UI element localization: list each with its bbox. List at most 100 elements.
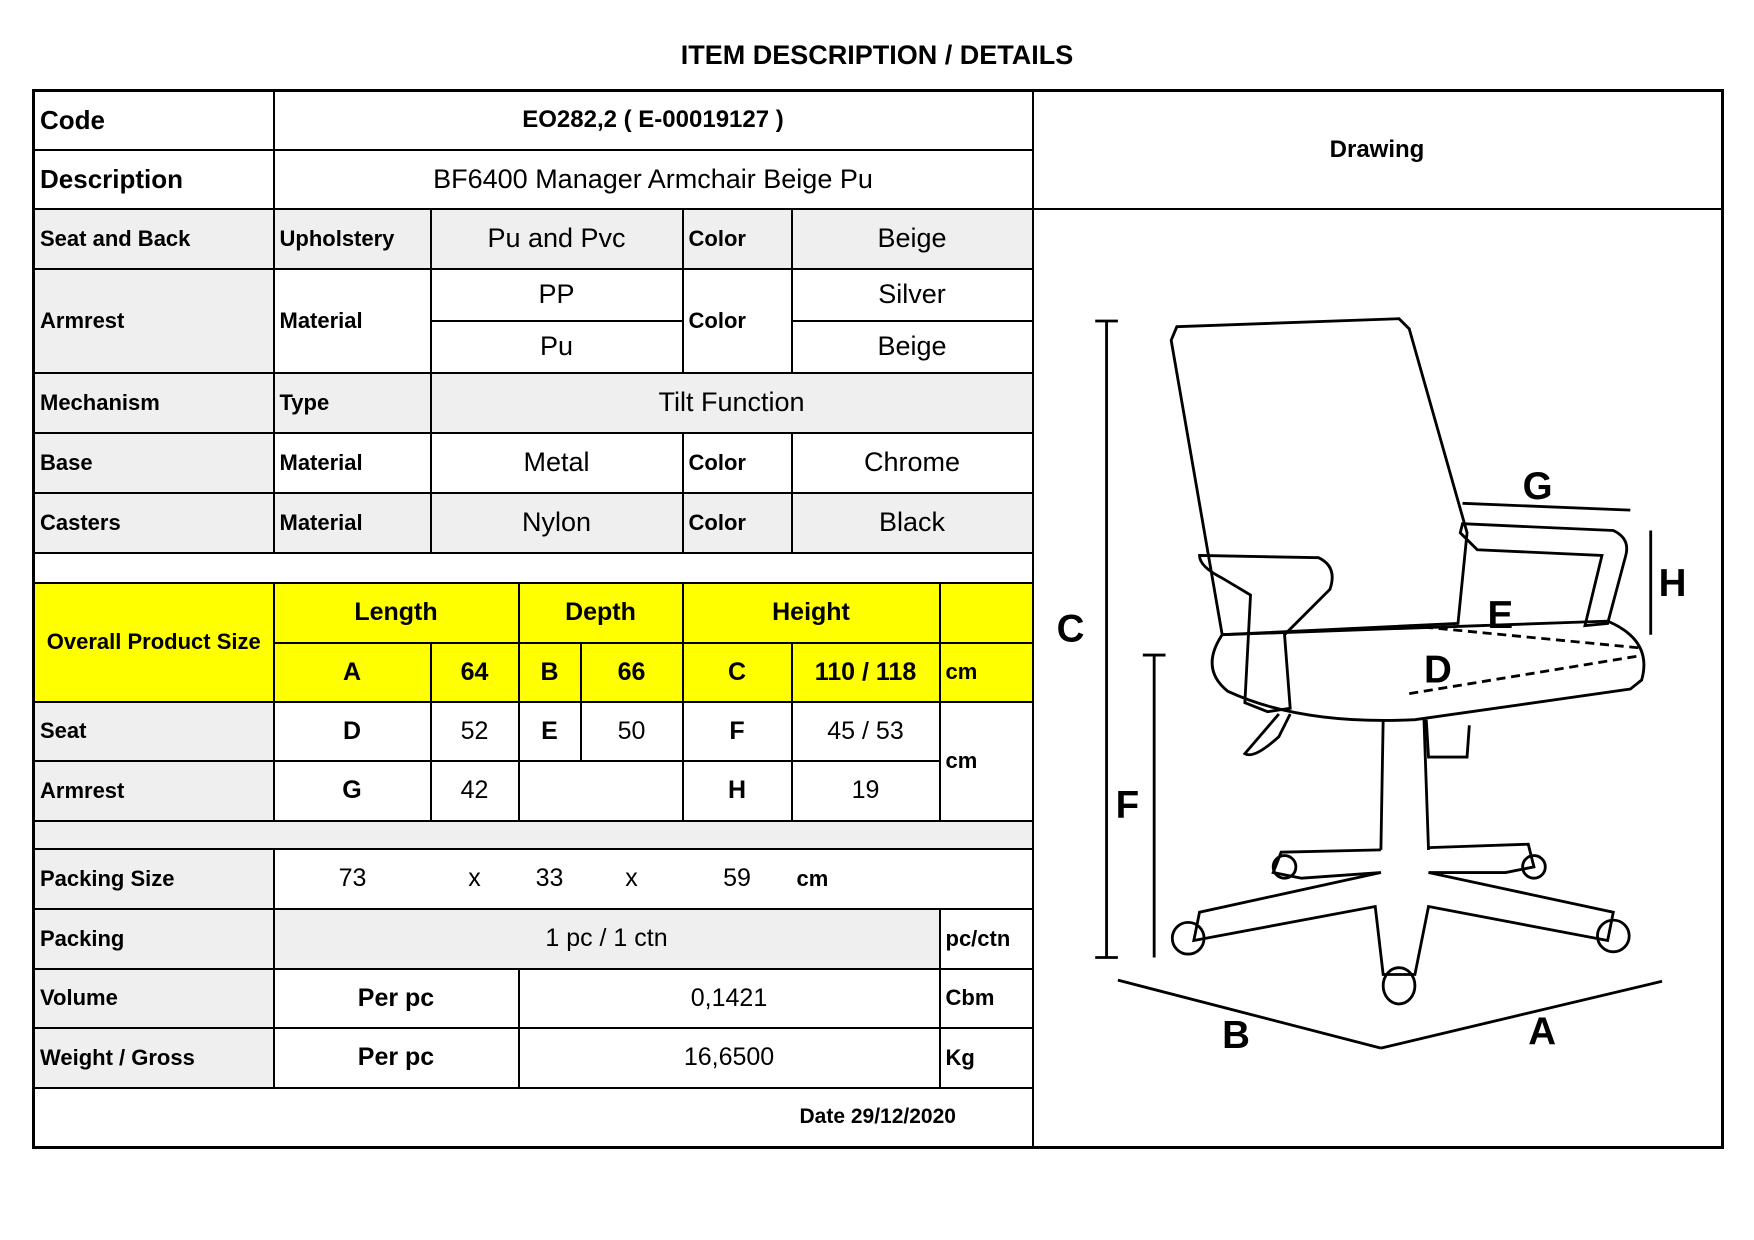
packing-size-label: Packing Size — [32, 847, 275, 910]
caster-icon — [1170, 920, 1205, 956]
dim-b-value: 66 — [579, 641, 684, 703]
armrest-color-2: Beige — [790, 319, 1034, 374]
casters-label: Casters — [32, 491, 275, 554]
base-attr: Material — [272, 431, 432, 494]
length-header: Length — [272, 581, 520, 644]
packing-unit: pc/ctn — [938, 907, 1034, 970]
description-value: BF6400 Manager Armchair Beige Pu — [272, 148, 1034, 210]
packing-value: 1 pc / 1 ctn — [272, 907, 941, 970]
label-a: A — [1528, 1010, 1556, 1053]
code-label: Code — [32, 89, 275, 151]
drawing-header: Drawing — [1031, 89, 1723, 210]
weight-unit: Kg — [938, 1026, 1034, 1089]
weight-per: Per pc — [272, 1026, 520, 1089]
dimension-f — [1142, 653, 1166, 957]
dim-c-letter: C — [681, 641, 793, 703]
gas-lift — [1378, 719, 1430, 850]
dim-g-letter: G — [272, 759, 432, 822]
casters-color-label: Color — [681, 491, 793, 554]
armrest-material-2: Pu — [429, 319, 684, 374]
dim-h-letter: H — [681, 759, 793, 822]
caster-icon — [1595, 918, 1631, 953]
base-color-label: Color — [681, 431, 793, 494]
empty-cell — [938, 581, 1034, 644]
caster-icon — [1271, 853, 1297, 880]
chair-backrest — [1169, 316, 1468, 636]
chair-base — [1191, 842, 1615, 976]
code-value: EO282,2 ( E-00019127 ) — [272, 89, 1034, 151]
dim-c-value: 110 / 118 — [790, 641, 941, 703]
dim-f-letter: F — [681, 700, 793, 762]
seat-back-value: Pu and Pvc — [429, 207, 684, 270]
chair-drawing-cell: C F B A G H E D — [1031, 207, 1723, 1149]
volume-unit: Cbm — [938, 967, 1034, 1029]
label-f: F — [1115, 784, 1139, 827]
dim-f-value: 45 / 53 — [790, 700, 941, 762]
seat-back-color: Beige — [790, 207, 1034, 270]
date-footer: Date 29/12/2020 — [32, 1086, 1723, 1149]
dim-e-value: 50 — [579, 700, 684, 762]
packing-x-1: x — [430, 847, 519, 910]
packing-label: Packing — [32, 907, 275, 970]
mechanism-value: Tilt Function — [429, 371, 1034, 434]
armrest-color-1: Silver — [790, 267, 1034, 322]
armrest-attr: Material — [272, 267, 432, 374]
dimension-g — [1461, 501, 1630, 512]
packing-width: 33 — [518, 847, 581, 910]
seat-back-label: Seat and Back — [32, 207, 275, 270]
dim-e-letter: E — [517, 700, 582, 762]
dimension-d — [1408, 653, 1644, 695]
label-c: C — [1056, 607, 1084, 650]
packing-height: 59 — [682, 847, 792, 910]
volume-value: 0,1421 — [517, 967, 941, 1029]
dim-a-value: 64 — [429, 641, 520, 703]
volume-label: Volume — [32, 967, 275, 1029]
dimension-c — [1094, 319, 1118, 959]
tilt-lever — [1242, 712, 1291, 756]
seat-label: Seat — [32, 700, 275, 762]
armrest-label: Armrest — [32, 267, 275, 374]
caster-icon — [1520, 853, 1547, 880]
mechanism-attr: Type — [272, 371, 432, 434]
weight-label: Weight / Gross — [32, 1026, 275, 1089]
chair-dimension-drawing: C F B A G H E D — [1056, 316, 1686, 1057]
dim-d-letter: D — [272, 700, 432, 762]
item-details-table: Code EO282,2 ( E-00019127 ) Drawing Desc… — [32, 89, 1724, 1149]
height-header: Height — [681, 581, 941, 644]
dim-b-letter: B — [517, 641, 582, 703]
base-color: Chrome — [790, 431, 1034, 494]
page-title: ITEM DESCRIPTION / DETAILS — [680, 40, 1074, 70]
weight-value: 16,6500 — [517, 1026, 941, 1089]
height-knob — [1424, 719, 1471, 758]
armrest-color-label: Color — [681, 267, 793, 374]
label-b: B — [1222, 1014, 1250, 1057]
armrest-size-label: Armrest — [32, 759, 275, 822]
dim-a-letter: A — [272, 641, 432, 703]
right-armrest — [1458, 521, 1628, 627]
depth-header: Depth — [517, 581, 684, 644]
packing-x-2: x — [580, 847, 683, 910]
base-label: Base — [32, 431, 275, 494]
empty-cell — [939, 847, 1034, 910]
dim-d-value: 52 — [429, 700, 520, 762]
mechanism-label: Mechanism — [32, 371, 275, 434]
empty-cell — [517, 759, 684, 822]
left-armrest — [1197, 553, 1334, 713]
base-value: Metal — [429, 431, 684, 494]
label-d: D — [1423, 648, 1451, 691]
volume-per: Per pc — [272, 967, 520, 1029]
caster-icon — [1381, 965, 1416, 1005]
chair-seat — [1210, 619, 1645, 722]
spacer-row — [32, 551, 1034, 584]
overall-unit: cm — [938, 641, 1034, 703]
packing-size-unit: cm — [791, 847, 940, 910]
casters-color: Black — [790, 491, 1034, 554]
label-e: E — [1487, 593, 1513, 636]
armrest-material-1: PP — [429, 267, 684, 322]
dimension-e — [1408, 623, 1644, 650]
spacer-row — [32, 819, 1034, 850]
label-h: H — [1658, 562, 1686, 605]
seat-unit: cm — [938, 700, 1034, 822]
dimension-a — [1380, 979, 1662, 1049]
casters-value: Nylon — [429, 491, 684, 554]
